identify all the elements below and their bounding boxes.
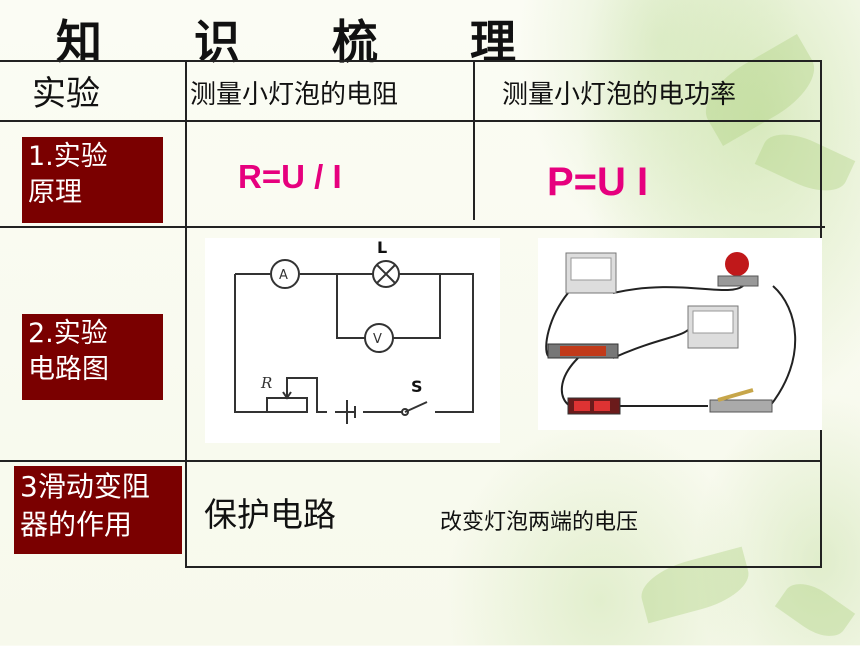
row-label-line: 2.实验 [28,318,108,349]
rheostat-label: R [260,374,272,392]
header-measure-resistance: 测量小灯泡的电阻 [190,80,399,110]
row-label-circuit: 2.实验 电路图 [22,314,163,400]
row-label-line: 器的作用 [20,508,133,541]
row-label-line: 原理 [28,177,82,208]
table-border [0,120,822,122]
lamp-label: L [377,238,387,257]
table-border [185,60,187,566]
ammeter-label: A [279,268,288,283]
header-experiment: 实验 [32,74,100,114]
circuit-schematic-svg: A V R L S [234,238,474,424]
row-label-line: 1.实验 [28,141,108,172]
table-border [0,60,822,62]
circuit-photo [538,238,822,430]
header-measure-power: 测量小灯泡的电功率 [502,80,737,110]
row-label-principle: 1.实验 原理 [22,137,163,223]
table-border [185,566,822,568]
change-voltage-text: 改变灯泡两端的电压 [440,510,639,535]
row-label-line: 电路图 [28,354,109,385]
voltmeter-label: V [373,332,382,347]
formula-resistance: R=U / I [238,158,342,195]
table-border [0,460,820,462]
page-title: 知 识 梳 理 [56,15,555,69]
table-border [0,226,825,228]
row-label-rheostat-role: 3滑动变阻 器的作用 [14,466,182,554]
circuit-photo-svg [545,252,797,415]
formula-power: P=U I [547,160,649,204]
protect-circuit-text: 保护电路 [204,495,336,534]
row-label-line: 3滑动变阻 [20,470,150,503]
table-border [473,60,475,220]
switch-label: S [411,377,423,396]
circuit-schematic: A V R L S [205,238,500,443]
